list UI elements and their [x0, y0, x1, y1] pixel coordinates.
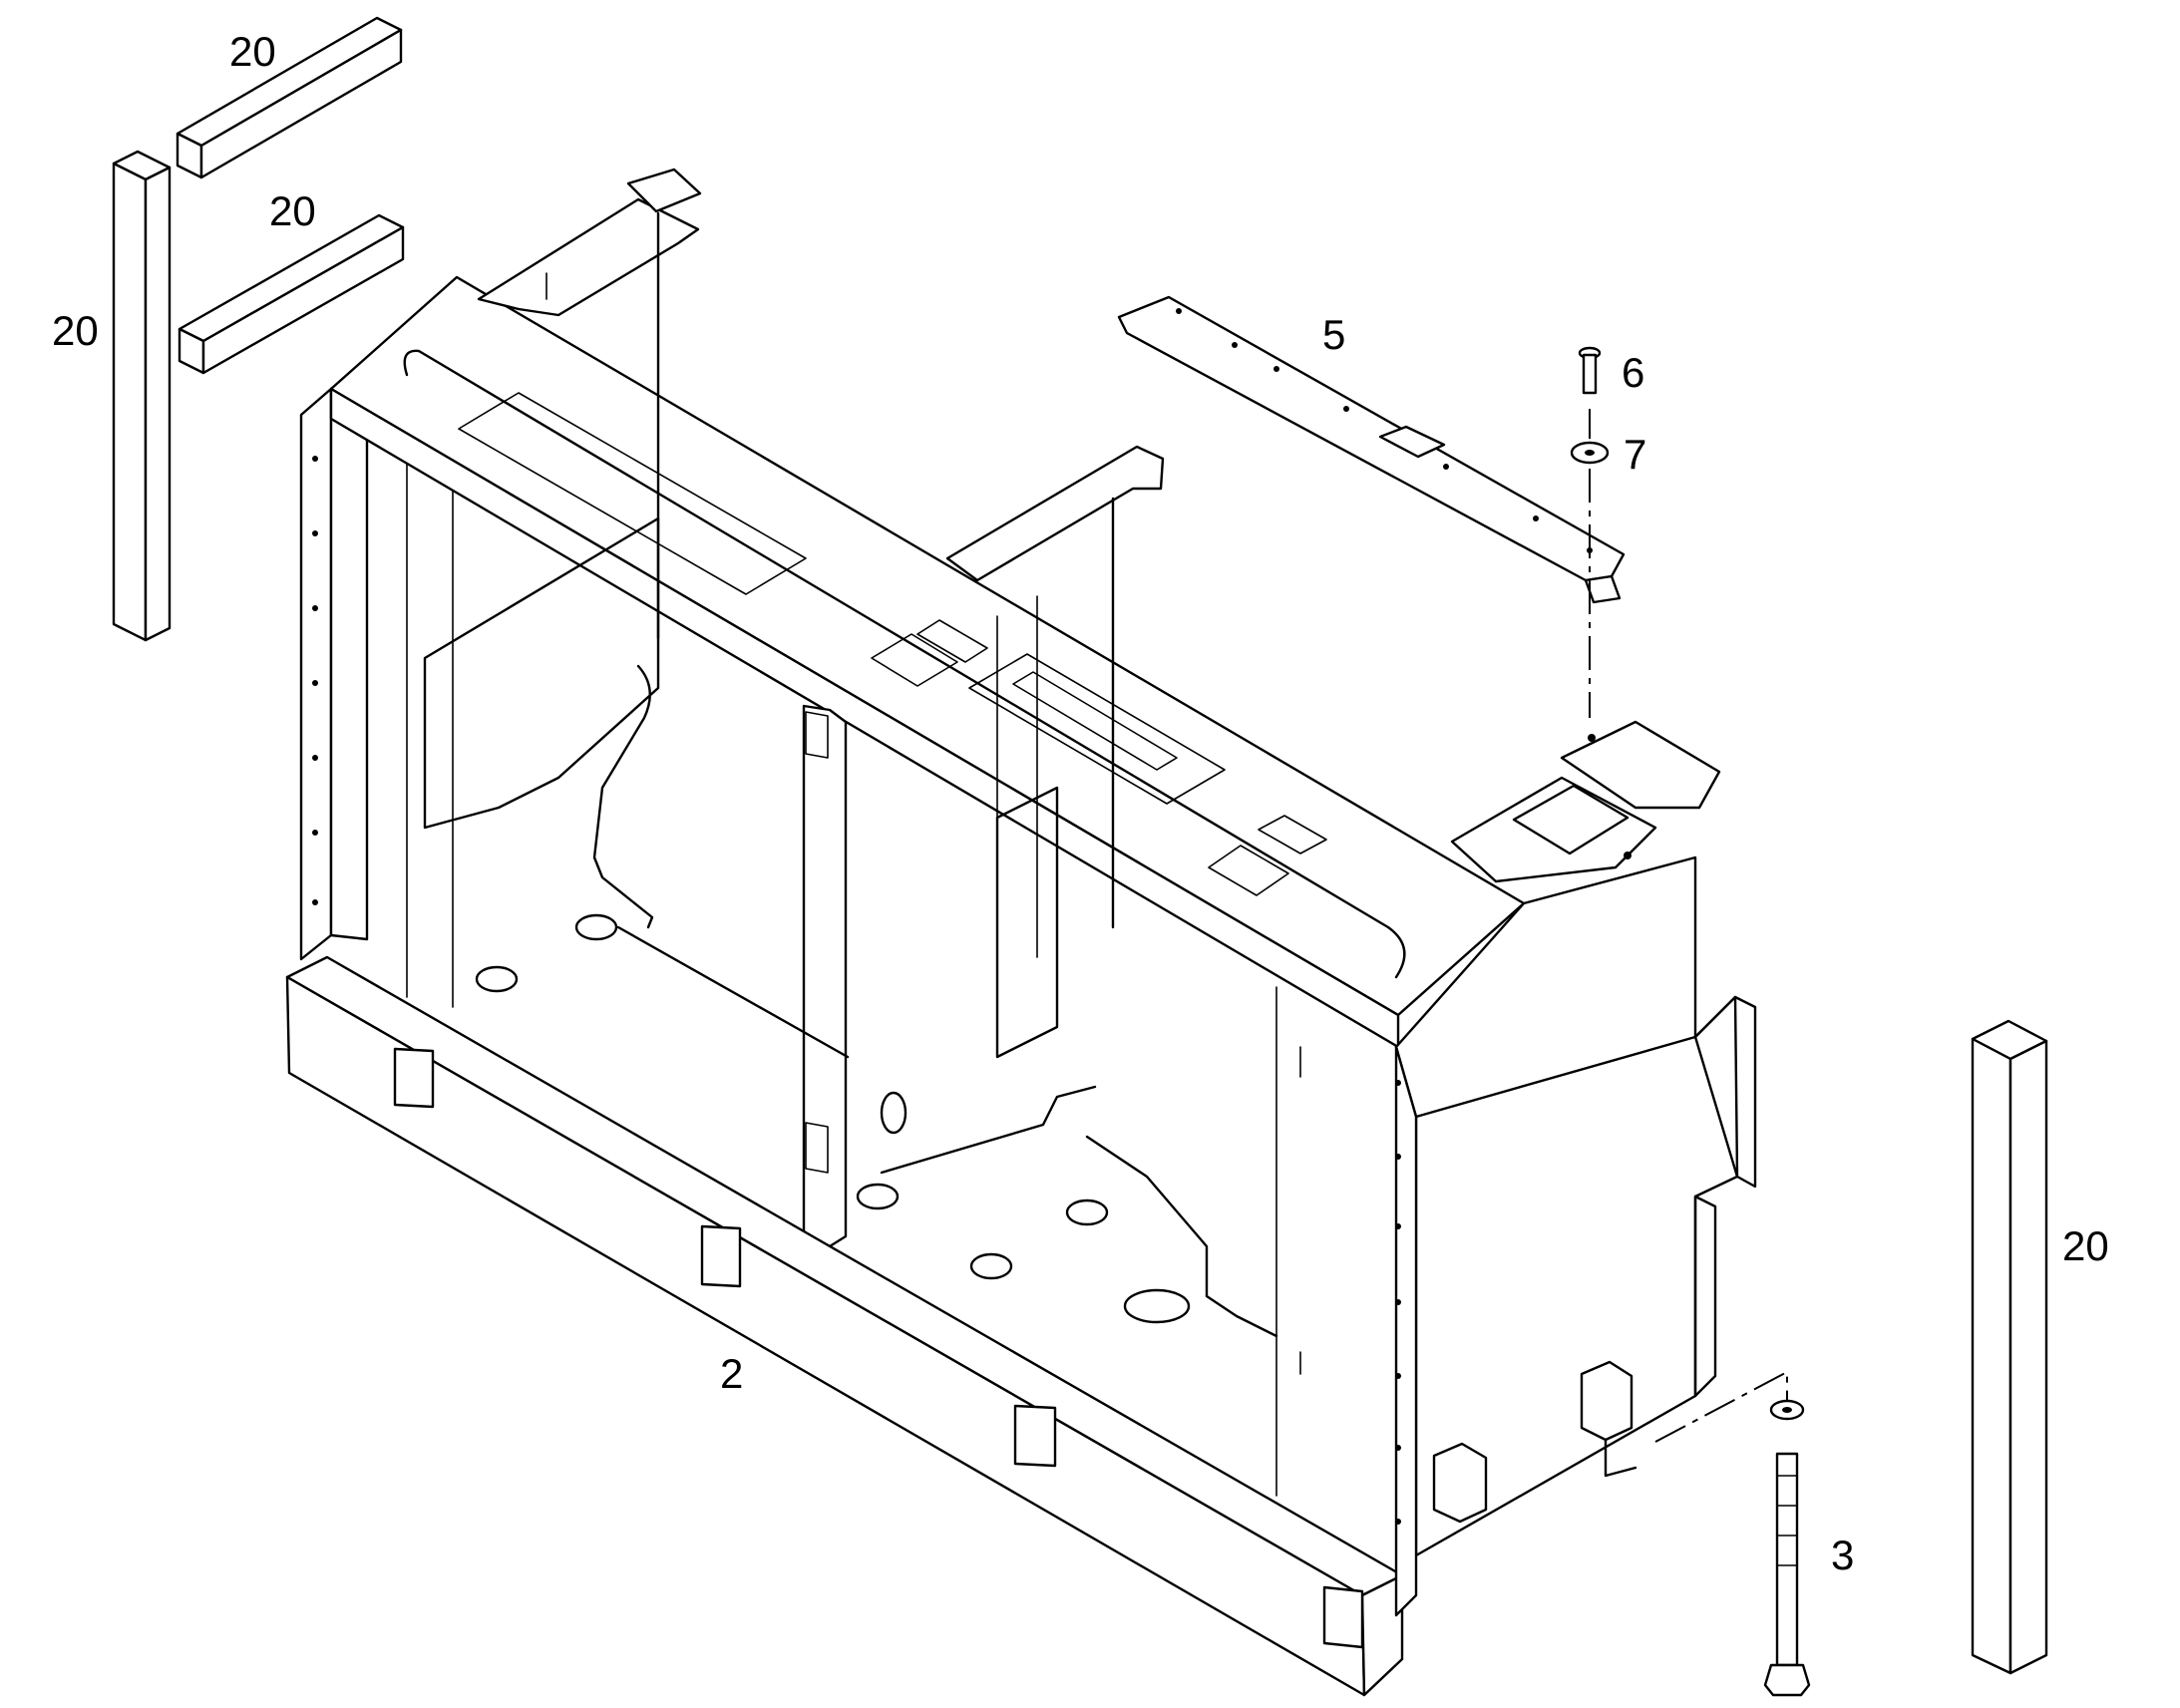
washer-top: [1570, 441, 1610, 465]
callout-6-screw: 6: [1622, 349, 1644, 396]
callout-2-frame: 2: [720, 1350, 743, 1397]
screw: [1578, 346, 1602, 395]
callout-7-washer: 7: [1624, 431, 1646, 478]
callout-20-middle-bar: 20: [269, 187, 316, 234]
long-bolt: [1763, 1399, 1811, 1697]
spacer-bar-top: [176, 16, 403, 179]
callout-3-bolt: 3: [1831, 1532, 1854, 1578]
spacer-post-right: [1971, 1019, 2048, 1675]
spacer-post-left: [112, 150, 172, 642]
callout-20-left-post: 20: [52, 307, 99, 354]
top-mounting-bracket: [1117, 295, 1626, 604]
callout-20-right-post: 20: [2062, 1222, 2109, 1269]
spacer-bar-middle: [178, 213, 405, 375]
callout-5-bracket: 5: [1322, 311, 1345, 358]
callout-20-top-bar: 20: [229, 28, 276, 75]
main-frame: [285, 168, 1757, 1697]
vent-grid-front: [458, 392, 1327, 896]
